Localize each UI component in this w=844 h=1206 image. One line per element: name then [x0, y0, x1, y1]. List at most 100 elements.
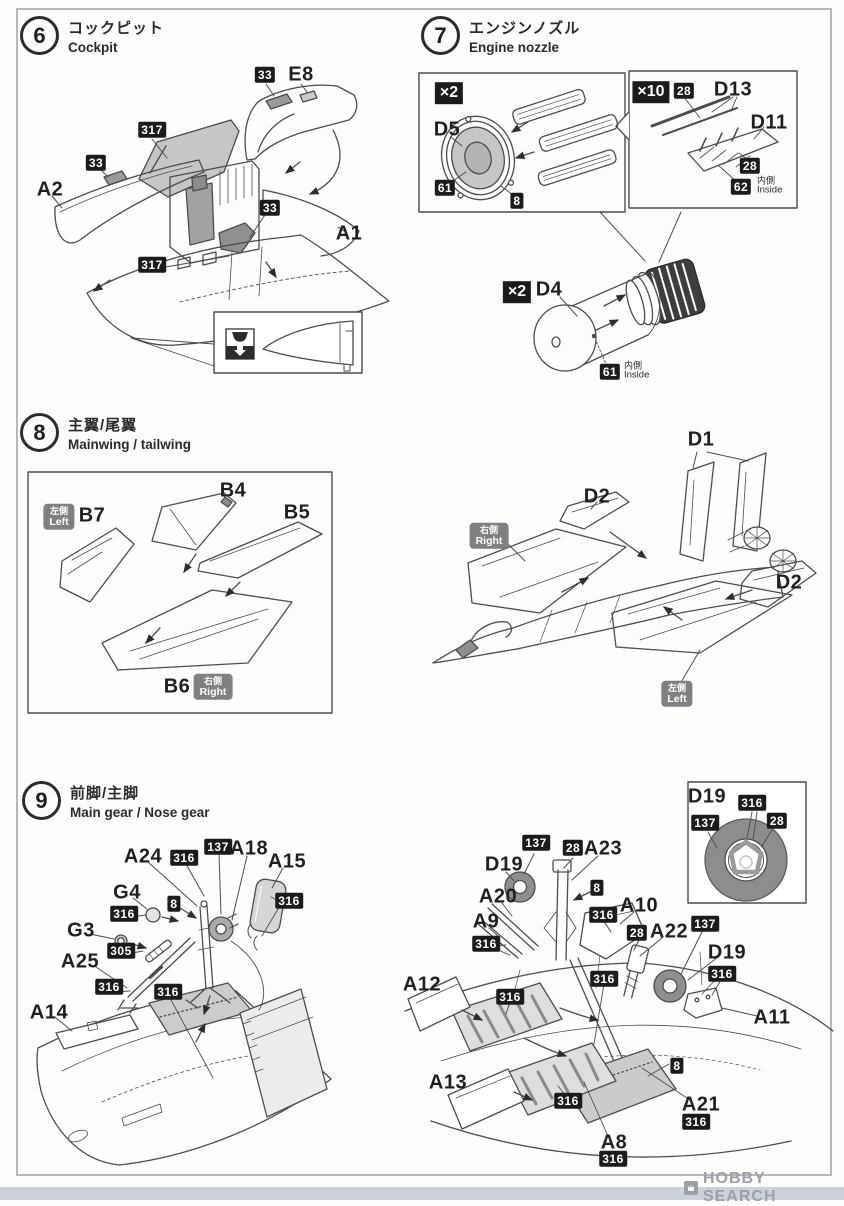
paint-callout-137: 137 — [522, 834, 550, 852]
part-label-A15: A15 — [267, 850, 307, 873]
step9-header: 9 前脚/主脚 Main gear / Nose gear — [22, 781, 210, 820]
paint-callout-28: 28 — [562, 839, 584, 857]
part-label-A1: A1 — [335, 222, 363, 245]
step7-number: 7 — [421, 16, 460, 55]
part-label-B5: B5 — [283, 501, 311, 524]
part-label-D13: D13 — [713, 78, 753, 101]
part-label-D1: D1 — [687, 428, 715, 451]
paint-callout-28: 28 — [739, 157, 761, 175]
watermark-text: HOBBY SEARCH — [702, 1170, 777, 1205]
paint-callout-137: 137 — [204, 838, 232, 856]
watermark: HOBBY SEARCH — [684, 1170, 844, 1206]
quantity-badge-x2: ×2 — [434, 82, 464, 104]
part-label-D11: D11 — [750, 111, 788, 134]
paint-callout-33: 33 — [259, 199, 281, 217]
part-label-D19: D19 — [687, 785, 727, 808]
paint-callout-33: 33 — [254, 66, 276, 84]
part-label-D19: D19 — [707, 941, 747, 964]
part-label-G3: G3 — [67, 919, 95, 942]
part-label-D19: D19 — [484, 853, 524, 876]
part-label-A11: A11 — [753, 1006, 791, 1029]
step6-number: 6 — [20, 16, 59, 55]
paint-callout-8: 8 — [510, 192, 524, 210]
paint-callout-61: 61 — [599, 363, 621, 381]
part-label-B7: B7 — [78, 504, 106, 527]
part-label-A13: A13 — [428, 1071, 468, 1094]
step9-title-en: Main gear / Nose gear — [70, 805, 210, 820]
paint-callout-316: 316 — [599, 1150, 627, 1168]
paint-callout-28: 28 — [673, 82, 695, 100]
part-label-A25: A25 — [60, 950, 100, 973]
paint-callout-316: 316 — [682, 1113, 710, 1131]
paint-callout-317: 317 — [138, 121, 166, 139]
step8-title-en: Mainwing / tailwing — [68, 437, 191, 452]
step8-art — [27, 451, 817, 714]
step6-title-en: Cockpit — [68, 40, 118, 55]
part-label-A18: A18 — [229, 837, 269, 860]
step6-art — [51, 83, 390, 374]
part-label-A8: A8 — [600, 1131, 628, 1154]
step6-title-jp: コックピット — [68, 20, 165, 37]
nose-weight-icon — [232, 332, 248, 342]
paint-callout-8: 8 — [167, 895, 181, 913]
part-label-A14: A14 — [29, 1001, 69, 1024]
step8-title-jp: 主翼/尾翼 — [68, 417, 138, 434]
part-label-B4: B4 — [219, 479, 247, 502]
paint-callout-316: 316 — [708, 965, 736, 983]
paint-callout-316: 316 — [95, 978, 123, 996]
part-label-A23: A23 — [583, 837, 623, 860]
part-label-A21: A21 — [681, 1093, 721, 1116]
step7-title-jp: エンジンノズル — [469, 20, 581, 37]
part-label-A2: A2 — [36, 178, 64, 201]
paint-callout-316: 316 — [589, 906, 617, 924]
step9-art — [36, 781, 834, 1166]
part-label-G4: G4 — [113, 881, 141, 904]
step6-header: 6 コックピット Cockpit — [20, 16, 164, 55]
part-label-A24: A24 — [123, 845, 163, 868]
part-label-D2: D2 — [583, 485, 611, 508]
part-label-A9: A9 — [472, 910, 500, 933]
part-label-B6: B6 — [163, 675, 191, 698]
step9-number: 9 — [22, 781, 61, 820]
paint-callout-316: 316 — [275, 892, 303, 910]
paint-callout-316: 316 — [738, 794, 766, 812]
step7-art — [418, 70, 798, 372]
paint-callout-316: 316 — [590, 970, 618, 988]
quantity-badge-x10: ×10 — [632, 81, 670, 103]
paint-callout-137: 137 — [691, 814, 719, 832]
quantity-badge-x2: ×2 — [502, 281, 532, 303]
paint-callout-316: 316 — [554, 1092, 582, 1110]
scan-background-strip — [0, 1187, 844, 1200]
paint-callout-305: 305 — [107, 942, 135, 960]
step8-header: 8 主翼/尾翼 Mainwing / tailwing — [20, 413, 191, 452]
paint-callout-316: 316 — [110, 905, 138, 923]
part-label-D2: D2 — [775, 571, 803, 594]
step7-title-en: Engine nozzle — [469, 40, 560, 55]
step7-header: 7 エンジンノズル Engine nozzle — [421, 16, 580, 55]
part-label-A12: A12 — [402, 973, 442, 996]
paint-callout-62: 62 — [730, 178, 752, 196]
paint-callout-316: 316 — [170, 849, 198, 867]
paint-callout-28: 28 — [766, 812, 788, 830]
paint-callout-8: 8 — [670, 1057, 684, 1075]
paint-callout-61: 61 — [434, 179, 456, 197]
paint-callout-316: 316 — [496, 988, 524, 1006]
paint-callout-8: 8 — [590, 879, 604, 897]
part-label-D4: D4 — [535, 278, 563, 301]
arrow-down-icon — [234, 346, 246, 356]
paint-callout-137: 137 — [691, 915, 719, 933]
paint-callout-33: 33 — [85, 154, 107, 172]
paint-callout-28: 28 — [626, 924, 648, 942]
part-label-E8: E8 — [288, 63, 314, 86]
step8-number: 8 — [20, 413, 59, 452]
step9-title-jp: 前脚/主脚 — [70, 785, 140, 802]
paint-callout-316: 316 — [472, 935, 500, 953]
paint-callout-317: 317 — [138, 256, 166, 274]
